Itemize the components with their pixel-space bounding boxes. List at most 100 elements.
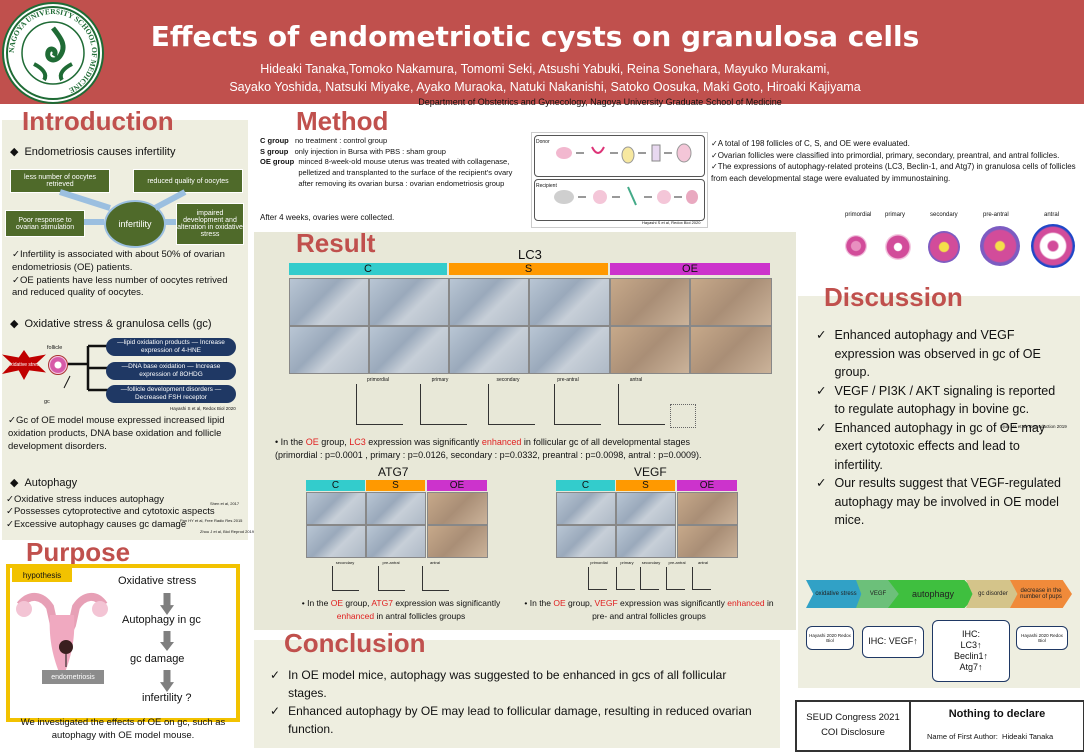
purpose-flow-4: infertility ? xyxy=(142,692,192,704)
intro-checks-1: ✓Infertility is associated with about 50… xyxy=(12,249,244,300)
disc-flow-pups: decrease in the number of pups xyxy=(1010,580,1072,608)
ox-bracket xyxy=(63,344,108,392)
method-group-oe: OE group minced 8-week-old mouse uterus … xyxy=(260,157,513,188)
vegf-image-s1 xyxy=(616,492,676,525)
lc3-image-oe4 xyxy=(690,326,772,374)
atg7-graph-preantral xyxy=(378,566,405,591)
lc3-bar-s: S xyxy=(449,263,608,275)
follicle-label: follicle xyxy=(47,345,63,351)
follicle-antral xyxy=(1031,224,1075,268)
intro-point-2-text: Oxidative stress & granulosa cells (gc) xyxy=(24,318,212,330)
lc3-graph-legend xyxy=(670,404,696,428)
purpose-flow-3: gc damage xyxy=(130,653,185,665)
purpose-flow-1: Oxidative stress xyxy=(118,575,197,587)
intro-ref-3a: Shen et al, 2017 xyxy=(210,501,240,506)
coi-declare-box: Nothing to declare Name of First Author:… xyxy=(909,700,1084,752)
vegf-graph-title-primary: primary xyxy=(620,560,634,565)
intro-point-2: Oxidative stress & granulosa cells (gc) xyxy=(10,317,212,332)
follicle-icon xyxy=(48,355,68,375)
method-check-2: ✓Ovarian follicles were classified into … xyxy=(711,150,1060,160)
discussion-ref: Lijun Na et al, Reproduction 2019 xyxy=(1000,424,1067,429)
atg7-graph-title-secondary: secondary xyxy=(335,560,355,565)
method-checks: ✓A total of 198 follicles of C, S, and O… xyxy=(711,138,1076,184)
discussion-check-2: ✓VEGF / PI3K / AKT signaling is reported… xyxy=(816,383,1056,417)
conclusion-title: Conclusion xyxy=(284,628,426,658)
atg7-title: ATG7 xyxy=(378,465,409,479)
vegf-graph-preantral xyxy=(666,567,685,590)
uterus-illustration xyxy=(16,593,108,680)
method-check-1: ✓A total of 198 follicles of C, S, and O… xyxy=(711,139,910,148)
intro-check-2a: ✓Gc of OE model mouse expressed increase… xyxy=(8,415,225,452)
coi-congress-box: SEUD Congress 2021 COI Disclosure xyxy=(795,700,911,752)
oxidative-stress-label: Oxidative stress xyxy=(6,362,42,368)
lc3-graph-antral xyxy=(618,384,665,425)
atg7-graph-antral xyxy=(422,566,449,591)
disc-ref-right: Hayashi 2020 Redox Biol xyxy=(1016,626,1068,650)
intro-checks-2: ✓Gc of OE model mouse expressed increase… xyxy=(8,415,244,453)
atg7-image-s1 xyxy=(366,492,426,525)
vegf-image-c2 xyxy=(556,525,616,558)
vegf-graph-title-preantral: pre-antral xyxy=(668,560,686,565)
vegf-graph-primary xyxy=(616,567,635,590)
atg7-bar-c: C xyxy=(306,480,365,491)
lc3-graph-title-antral: antral xyxy=(629,377,643,383)
schema-icons xyxy=(554,143,698,206)
infertility-label: infertility xyxy=(118,219,152,229)
lc3-image-c3 xyxy=(289,326,369,374)
intro-point-3-text: Autophagy xyxy=(24,477,78,489)
atg7-image-s2 xyxy=(366,525,426,558)
vegf-graph-title-secondary: secondary xyxy=(641,560,661,565)
follicle-primordial xyxy=(845,235,867,257)
lc3-image-c1 xyxy=(289,278,369,326)
atg7-result-text: • In the OE group, ATG7 expression was s… xyxy=(301,598,501,621)
lc3-image-s2 xyxy=(529,278,610,326)
purpose-flow-2: Autophagy in gc xyxy=(122,614,201,626)
lc3-image-oe3 xyxy=(610,326,690,374)
follicle-primary xyxy=(885,234,911,260)
atg7-image-oe2 xyxy=(427,525,488,558)
purpose-frame xyxy=(6,564,240,722)
atg7-image-oe1 xyxy=(427,492,488,525)
intro-point-1: Endometriosis causes infertility xyxy=(10,145,175,160)
method-schema: Donor Recipient Hayashi S et al, Redox B… xyxy=(531,132,708,228)
atg7-bar-s: S xyxy=(366,480,425,491)
coi-disclosure: COI Disclosure xyxy=(821,727,885,738)
method-panel xyxy=(254,120,528,228)
disc-flow-autophagy: autophagy xyxy=(888,580,978,608)
coi-name-label: Name of First Author: xyxy=(927,732,998,741)
box-less-oocytes: less number of oocytes retrieved xyxy=(10,169,110,193)
schema-donor-label: Donor xyxy=(536,139,550,145)
lc3-graph-preantral xyxy=(554,384,601,425)
disc-ihc-vegf: IHC: VEGF↑ xyxy=(862,626,924,658)
stage-label-antral: antral xyxy=(1044,212,1060,218)
schema-donor-row xyxy=(534,135,705,177)
method-groups: C group no treatment : control group S g… xyxy=(260,136,516,189)
disc-flow-gc-disorder: gc disorder xyxy=(966,580,1020,608)
discussion-check-1: ✓Enhanced autophagy and VEGF expression … xyxy=(816,328,1041,379)
coi-name: Hideaki Tanaka xyxy=(1002,732,1054,741)
lc3-graph-primordial xyxy=(356,384,403,425)
infertility-circle: infertility xyxy=(104,200,166,248)
schema-recipient-row xyxy=(534,179,705,221)
vegf-bar-c: C xyxy=(556,480,615,491)
authors-line-2: Sayako Yoshida, Natsuki Miyake, Ayako Mu… xyxy=(229,80,861,94)
stage-label-secondary: secondary xyxy=(930,212,958,218)
atg7-graph-title-antral: antral xyxy=(429,560,440,565)
vegf-result-text: • In the OE group, VEGF expression was s… xyxy=(524,598,774,621)
lc3-graph-title-preantral: pre-antral xyxy=(557,377,579,383)
vegf-image-s2 xyxy=(616,525,676,558)
disc-ihc-line-1: IHC: xyxy=(962,628,980,639)
intro-point-1-text: Endometriosis causes infertility xyxy=(24,146,176,158)
lc3-graph-title-primordial: primordial xyxy=(367,377,389,383)
introduction-title: Introduction xyxy=(22,106,174,136)
result-title: Result xyxy=(296,228,376,258)
lc3-graph-title-secondary: secondary xyxy=(496,377,520,383)
vegf-bar-oe: OE xyxy=(677,480,737,491)
follicle-preantral xyxy=(980,226,1020,266)
vegf-graph-title-antral: antral xyxy=(697,560,708,565)
coi-congress: SEUD Congress 2021 xyxy=(806,712,900,724)
method-group-s: S group only injection in Bursa with PBS… xyxy=(260,146,446,156)
intro-check-1b: ✓OE patients have less number of oocytes… xyxy=(12,274,228,299)
lc3-image-c2 xyxy=(369,278,449,326)
stage-label-preantral: pre-antral xyxy=(983,212,1009,218)
